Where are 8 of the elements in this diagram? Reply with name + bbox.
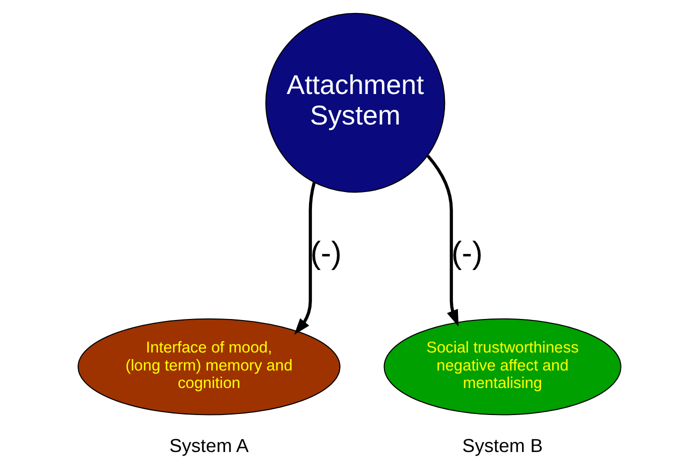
arrow: [294, 182, 316, 334]
edge-label: (-): [450, 234, 482, 270]
edge-label: (-): [310, 234, 342, 270]
arrow: [426, 154, 458, 326]
node-label: System A: [168, 434, 248, 456]
node-circle: Attachment System: [264, 12, 445, 192]
node-label: System B: [462, 434, 542, 456]
node-ellipse: Social trustworthiness negative affect and mentalising: [383, 318, 621, 415]
